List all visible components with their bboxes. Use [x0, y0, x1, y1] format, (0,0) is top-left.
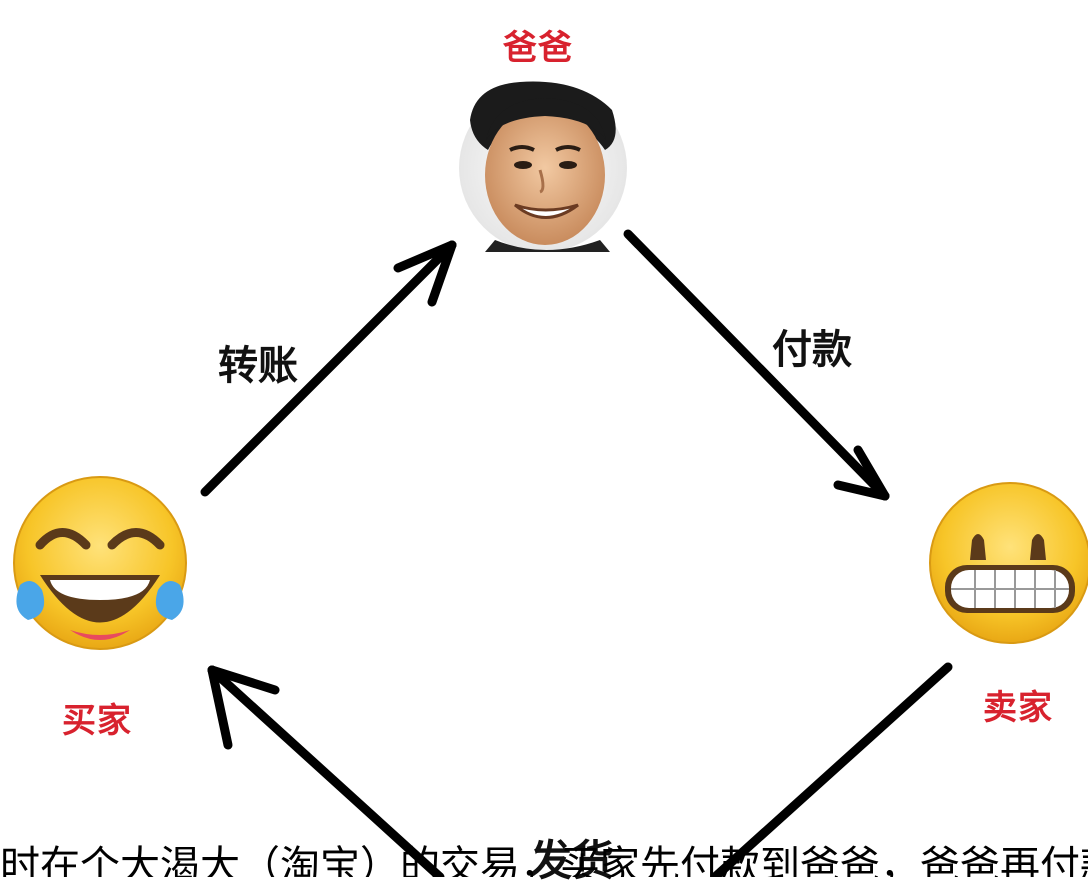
arrow-shipping [207, 662, 953, 877]
arrow-payment [623, 229, 890, 501]
edge-label-payment: 付款 [772, 327, 852, 373]
caption-text: 时在个大渴大（淘宝）的交易，买家先付款到爸爸，爸爸再付款给卖家，卖家发货，买家收… [0, 843, 1088, 877]
buyer-emoji-icon [13, 476, 187, 650]
node-label-dad: 爸爸 [503, 28, 573, 68]
node-label-buyer: 买家 [62, 701, 132, 741]
dad-avatar [459, 81, 627, 252]
arrow-transfer [200, 240, 457, 497]
edge-label-transfer: 转账 [218, 343, 298, 389]
seller-emoji-icon [929, 482, 1088, 644]
node-label-seller: 卖家 [983, 688, 1053, 728]
